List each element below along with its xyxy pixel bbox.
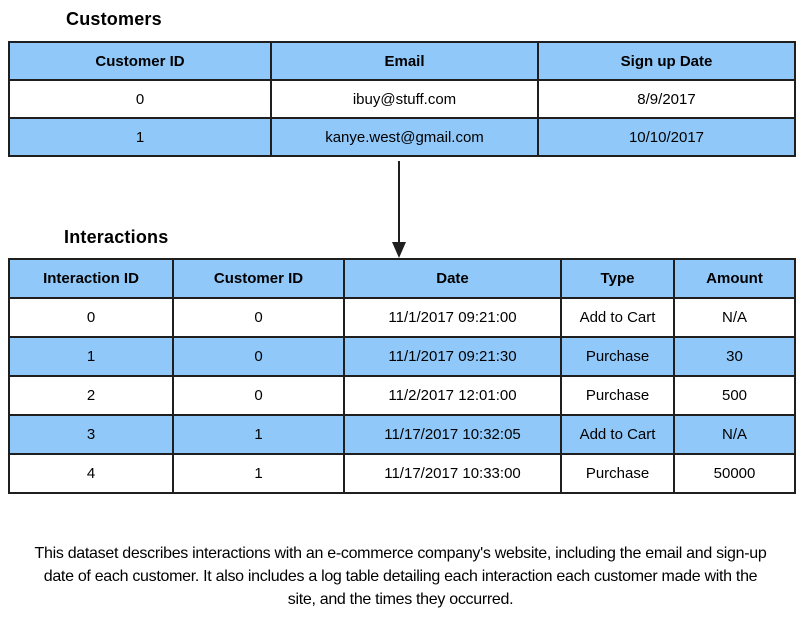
interactions-header-interaction-id: Interaction ID	[8, 258, 174, 299]
interaction-id-cell: 3	[8, 414, 174, 455]
interaction-type-cell: Add to Cart	[560, 297, 675, 338]
interactions-row-1: 1 0 11/1/2017 09:21:30 Purchase 30	[8, 336, 796, 377]
customers-header-customer-id: Customer ID	[8, 41, 272, 81]
interaction-amount-cell: 500	[673, 375, 796, 416]
interaction-id-cell: 1	[8, 336, 174, 377]
interaction-amount-cell: N/A	[673, 297, 796, 338]
interactions-header-date: Date	[343, 258, 562, 299]
customers-table: Customer ID Email Sign up Date 0 ibuy@st…	[8, 41, 796, 157]
interactions-table-title: Interactions	[64, 227, 169, 247]
interactions-row-4: 4 1 11/17/2017 10:33:00 Purchase 50000	[8, 453, 796, 494]
interaction-date-cell: 11/17/2017 10:32:05	[343, 414, 562, 455]
connector-arrow-line	[398, 161, 400, 244]
customer-email-cell: kanye.west@gmail.com	[270, 117, 539, 157]
interaction-customer-id-cell: 1	[172, 453, 345, 494]
customers-header-email: Email	[270, 41, 539, 81]
customers-header-row: Customer ID Email Sign up Date	[8, 41, 796, 81]
interactions-header-type: Type	[560, 258, 675, 299]
arrow-down-icon	[392, 242, 406, 258]
interactions-header-row: Interaction ID Customer ID Date Type Amo…	[8, 258, 796, 299]
customer-email-cell: ibuy@stuff.com	[270, 79, 539, 119]
customers-row-1: 1 kanye.west@gmail.com 10/10/2017	[8, 117, 796, 157]
dataset-description: This dataset describes interactions with…	[34, 545, 767, 608]
interaction-amount-cell: N/A	[673, 414, 796, 455]
interaction-id-cell: 2	[8, 375, 174, 416]
interaction-customer-id-cell: 0	[172, 336, 345, 377]
interactions-row-0: 0 0 11/1/2017 09:21:00 Add to Cart N/A	[8, 297, 796, 338]
customer-id-cell: 1	[8, 117, 272, 157]
interactions-header-customer-id: Customer ID	[172, 258, 345, 299]
interactions-header-amount: Amount	[673, 258, 796, 299]
interaction-date-cell: 11/17/2017 10:33:00	[343, 453, 562, 494]
interaction-type-cell: Add to Cart	[560, 414, 675, 455]
interactions-table: Interaction ID Customer ID Date Type Amo…	[8, 258, 796, 494]
customers-row-0: 0 ibuy@stuff.com 8/9/2017	[8, 79, 796, 119]
interaction-customer-id-cell: 0	[172, 375, 345, 416]
interaction-type-cell: Purchase	[560, 336, 675, 377]
customers-header-signup-date: Sign up Date	[537, 41, 796, 81]
interaction-type-cell: Purchase	[560, 375, 675, 416]
customers-table-title: Customers	[66, 9, 162, 29]
interaction-date-cell: 11/2/2017 12:01:00	[343, 375, 562, 416]
interaction-id-cell: 4	[8, 453, 174, 494]
customer-signup-cell: 10/10/2017	[537, 117, 796, 157]
interaction-type-cell: Purchase	[560, 453, 675, 494]
interaction-date-cell: 11/1/2017 09:21:00	[343, 297, 562, 338]
interaction-amount-cell: 30	[673, 336, 796, 377]
customer-signup-cell: 8/9/2017	[537, 79, 796, 119]
interaction-amount-cell: 50000	[673, 453, 796, 494]
interactions-row-3: 3 1 11/17/2017 10:32:05 Add to Cart N/A	[8, 414, 796, 455]
interaction-date-cell: 11/1/2017 09:21:30	[343, 336, 562, 377]
customer-id-cell: 0	[8, 79, 272, 119]
interaction-customer-id-cell: 1	[172, 414, 345, 455]
interactions-row-2: 2 0 11/2/2017 12:01:00 Purchase 500	[8, 375, 796, 416]
interaction-customer-id-cell: 0	[172, 297, 345, 338]
interaction-id-cell: 0	[8, 297, 174, 338]
